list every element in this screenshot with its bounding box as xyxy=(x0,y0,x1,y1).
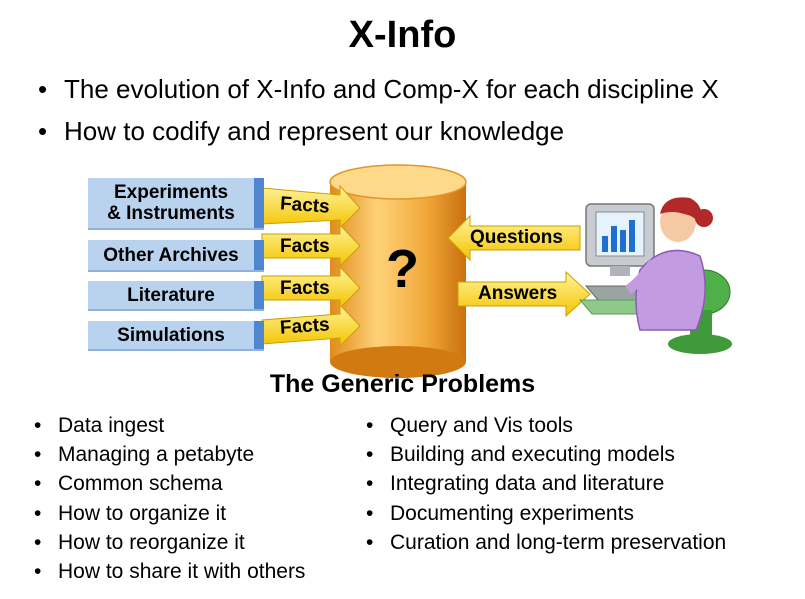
bullet-glyph: • xyxy=(34,530,42,554)
bullet-glyph: • xyxy=(366,443,374,467)
facts-label-3: Facts xyxy=(280,278,330,299)
bullet-glyph: • xyxy=(38,116,48,146)
bullet-glyph: • xyxy=(34,560,42,584)
source-other-archives: Other Archives xyxy=(88,240,264,270)
list-item: • Data ingest xyxy=(34,411,305,440)
list-item: • How to reorganize it xyxy=(34,528,305,557)
source-experiments-instruments: Experiments & Instruments xyxy=(88,178,264,228)
top-bullet-1: • The evolution of X-Info and Comp-X for … xyxy=(38,68,719,110)
source-label: Other Archives xyxy=(103,244,239,266)
top-bullet-list: • The evolution of X-Info and Comp-X for … xyxy=(38,68,719,152)
bullet-glyph: • xyxy=(38,74,48,104)
list-item-text: Building and executing models xyxy=(390,443,675,467)
source-label-line2: & Instruments xyxy=(107,203,235,224)
top-bullet-1-text: The evolution of X-Info and Comp-X for e… xyxy=(64,74,719,104)
list-item-text: Documenting experiments xyxy=(390,501,634,525)
source-literature: Literature xyxy=(88,281,264,309)
list-item-text: How to organize it xyxy=(58,501,227,525)
problems-list-right: • Query and Vis tools • Building and execu… xyxy=(366,411,726,557)
list-item-text: Curation and long-term preservation xyxy=(390,530,727,554)
source-label-line1: Experiments xyxy=(113,182,229,203)
problems-heading: The Generic Problems xyxy=(269,370,536,398)
list-item-text: Query and Vis tools xyxy=(390,414,573,437)
questions-label: Questions xyxy=(470,227,563,248)
facts-label-2: Facts xyxy=(280,236,330,257)
bullet-glyph: • xyxy=(366,530,374,554)
slide-title: X-Info xyxy=(348,14,457,56)
facts-label-4: Facts xyxy=(279,314,331,339)
facts-label-1: Facts xyxy=(279,193,331,218)
source-simulations: Simulations xyxy=(88,321,264,349)
bullet-glyph: • xyxy=(34,414,42,437)
list-item: • Managing a petabyte xyxy=(34,440,305,469)
list-item: • How to share it with others xyxy=(34,557,305,586)
source-label: Simulations xyxy=(117,324,225,346)
bullet-glyph: • xyxy=(366,472,374,496)
list-item: • Common schema xyxy=(34,469,305,498)
list-item: • Query and Vis tools xyxy=(366,411,726,440)
problems-list-left: • Data ingest • Managing a petabyte • Commo… xyxy=(34,411,305,586)
bullet-glyph: • xyxy=(34,443,42,467)
list-item: • Building and executing models xyxy=(366,440,726,469)
list-item: • Curation and long-term preservation xyxy=(366,528,726,557)
person-at-computer-icon xyxy=(578,197,732,354)
list-item-text: Common schema xyxy=(58,472,223,496)
source-label: Literature xyxy=(127,284,215,306)
database-question-mark: ? xyxy=(386,239,419,299)
list-item-text: How to share it with others xyxy=(58,560,306,584)
list-item-text: Managing a petabyte xyxy=(58,443,255,467)
list-item: • Documenting experiments xyxy=(366,499,726,528)
top-bullet-2: • How to codify and represent our knowled… xyxy=(38,110,719,152)
list-item: • How to organize it xyxy=(34,499,305,528)
bullet-glyph: • xyxy=(34,501,42,525)
bullet-glyph: • xyxy=(34,472,42,496)
list-item-text: Integrating data and literature xyxy=(390,472,665,496)
list-item: • Integrating data and literature xyxy=(366,469,726,498)
list-item-text: How to reorganize it xyxy=(58,530,245,554)
top-bullet-2-text: How to codify and represent our knowledg… xyxy=(64,116,565,146)
bullet-glyph: • xyxy=(366,414,374,437)
answers-label: Answers xyxy=(478,283,558,304)
list-item-text: Data ingest xyxy=(58,414,165,437)
bullet-glyph: • xyxy=(366,501,374,525)
